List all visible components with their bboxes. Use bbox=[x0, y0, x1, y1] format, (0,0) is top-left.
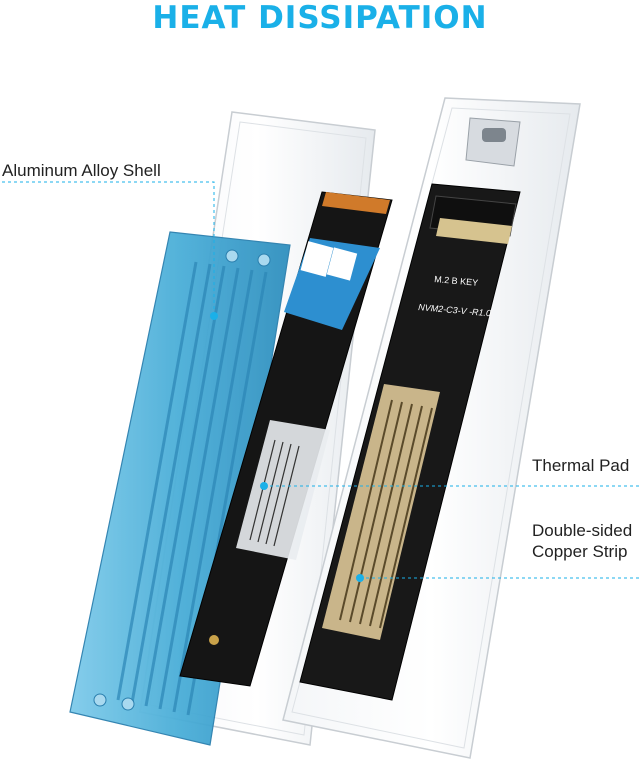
usb-c-connector-icon bbox=[465, 117, 521, 167]
shell-marker bbox=[210, 312, 218, 320]
ssd-module bbox=[179, 191, 393, 687]
qr-code-icon bbox=[300, 241, 334, 277]
copper-marker bbox=[356, 574, 364, 582]
callout-copper-strip: Double-sided Copper Strip bbox=[532, 520, 632, 562]
callout-copper-line1: Double-sided bbox=[532, 521, 633, 540]
board-key-label: M.2 B KEY bbox=[434, 274, 479, 288]
callout-thermal-pad: Thermal Pad bbox=[532, 456, 630, 475]
aluminum-heatsink bbox=[69, 231, 291, 746]
callout-lines bbox=[2, 181, 640, 579]
copper-strip bbox=[322, 384, 440, 640]
page-title: HEAT DISSIPATION bbox=[152, 0, 488, 36]
callout-aluminum-shell: Aluminum Alloy Shell bbox=[2, 161, 161, 180]
callout-copper-line2: Copper Strip bbox=[532, 542, 628, 561]
thermal-pad-marker bbox=[260, 482, 268, 490]
pcb-board: M.2 B KEY NVM2-C3-V -R1.0 bbox=[299, 183, 521, 701]
